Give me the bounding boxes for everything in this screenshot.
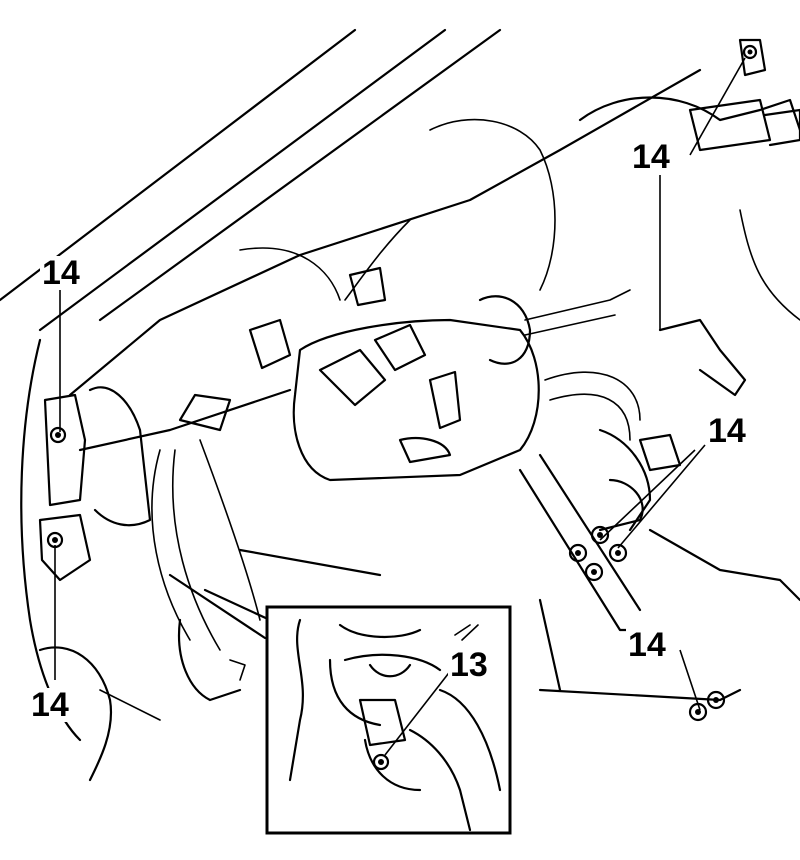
lower-panel xyxy=(177,548,382,702)
cross-beam xyxy=(68,68,702,527)
inset-detail xyxy=(265,605,512,835)
callout-right-top: 14 xyxy=(630,138,672,176)
callout-left-bottom: 14 xyxy=(29,686,71,724)
windshield-lines xyxy=(0,28,502,332)
right-bolts-bottom xyxy=(688,690,726,722)
inset-pointer xyxy=(168,573,272,640)
callout-right-middle: 14 xyxy=(706,412,748,450)
right-bolts-cluster xyxy=(568,525,628,582)
left-bolts xyxy=(46,426,67,549)
callout-inset: 13 xyxy=(448,646,490,684)
callout-left-top: 14 xyxy=(40,254,82,292)
upper-right-mount xyxy=(578,38,800,397)
leader-lines xyxy=(54,57,746,756)
callout-right-bottom: 14 xyxy=(626,626,668,664)
wiring-harness xyxy=(151,118,641,651)
column-housing xyxy=(292,289,631,482)
